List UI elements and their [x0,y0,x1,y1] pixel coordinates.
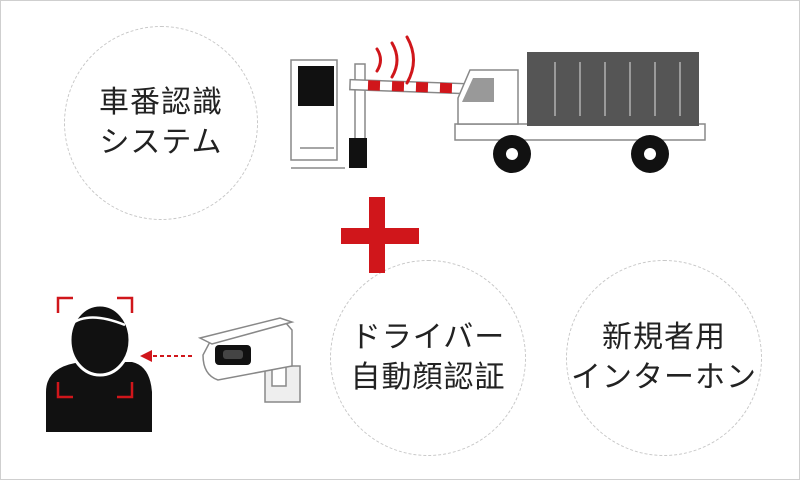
intercom-label-line2: インターホン [571,360,757,395]
driver-face-auth-circle: ドライバー 自動顔認証 [330,260,526,456]
vehicle-recognition-label-line1: 車番認識 [99,85,223,120]
vehicle-recognition-label-line2: システム [99,125,223,160]
new-visitor-intercom-circle: 新規者用 インターホン [566,260,762,456]
intercom-label-line1: 新規者用 [602,320,726,355]
parking-gate-icon [290,59,466,169]
plus-icon [341,197,419,273]
driver-face-auth-label-line2: 自動顔認証 [350,360,506,395]
detection-arrow [140,350,192,362]
vehicle-number-recognition-circle: 車番認識 システム [64,26,258,220]
truck-icon [454,52,706,173]
signal-waves-icon [375,35,415,85]
driver-face-icon [46,296,152,432]
driver-face-auth-label-line1: ドライバー [350,320,506,355]
security-camera-icon [197,317,301,403]
